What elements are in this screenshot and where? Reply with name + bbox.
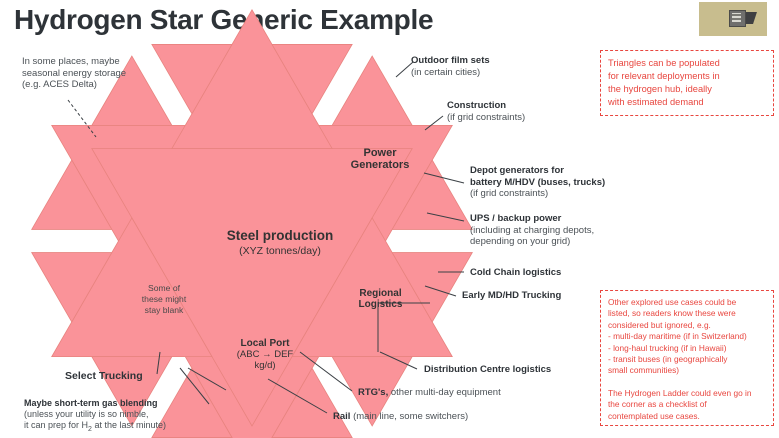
gas-blending-sub2-a: it can prep for H <box>24 420 89 430</box>
callout-bottom-spacer <box>608 377 766 388</box>
seasonal-storage-line2: seasonal energy storage <box>22 67 127 79</box>
outdoor-film-heading: Outdoor film sets <box>411 55 490 66</box>
early-trucking-heading: Early MD/HD Trucking <box>462 290 562 301</box>
construction-heading: Construction <box>447 100 507 111</box>
annotation-rtg: RTG's, other multi-day equipment <box>358 387 578 399</box>
star-triangle <box>331 55 413 126</box>
seasonal-storage-line3: (e.g. ACES Delta) <box>22 79 97 90</box>
depot-generators-heading1: Depot generators for <box>470 165 564 176</box>
photo-device <box>729 10 746 27</box>
steel-production-sub: (XYZ tonnes/day) <box>239 245 321 257</box>
star-local-port-label: Local Port (ABC → DEF kg/d) <box>215 338 315 371</box>
depot-generators-sub: (if grid constraints) <box>470 188 549 199</box>
annotation-select-trucking: Select Trucking <box>65 370 215 383</box>
field-equipment-photo <box>699 2 767 36</box>
local-port-sub2: kg/d) <box>254 360 276 371</box>
page-title: Hydrogen Star Generic Example <box>14 4 434 35</box>
regional-logistics-line2: Logistics <box>358 299 403 310</box>
rail-heading: Rail <box>333 411 351 422</box>
rtg-sub: other multi-day equipment <box>388 387 501 398</box>
callout-bottom-line10: contemplated use cases. <box>608 410 700 421</box>
star-regional-logistics-label: Regional Logistics <box>333 288 428 310</box>
ups-backup-heading: UPS / backup power <box>470 213 562 224</box>
callout-bottom-line7: small communities) <box>608 365 679 376</box>
local-port-sub1: (ABC → DEF <box>236 349 294 360</box>
gas-blending-sub1: (unless your utility is so nimble, <box>24 409 149 419</box>
blank-note-line3: stay blank <box>144 305 184 315</box>
star-center-label: Steel production (XYZ tonnes/day) <box>175 228 385 257</box>
star-triangle <box>91 55 173 126</box>
ups-backup-sub2: depending on your grid) <box>470 236 571 247</box>
annotation-ups-backup-power: UPS / backup power (including at chargin… <box>470 213 660 248</box>
annotation-gas-blending: Maybe short-term gas blending (unless yo… <box>24 398 224 435</box>
callout-bottom-right: Other explored use cases could be listed… <box>600 290 774 426</box>
steel-production-heading: Steel production <box>226 228 334 243</box>
annotation-cold-chain: Cold Chain logistics <box>470 267 650 279</box>
annotation-seasonal-storage: In some places, maybe seasonal energy st… <box>22 56 192 91</box>
star-triangle <box>31 159 113 230</box>
callout-top-line2: for relevant deployments in <box>608 71 720 81</box>
callout-bottom-line5: - long-haul trucking (if in Hawaii) <box>608 342 727 353</box>
power-generators-line2: Generators <box>350 159 410 171</box>
star-triangle <box>391 159 473 230</box>
seasonal-storage-line1: In some places, maybe <box>22 56 120 67</box>
select-trucking-heading: Select Trucking <box>65 370 143 382</box>
callout-top-line4: with estimated demand <box>608 97 704 107</box>
local-port-heading: Local Port <box>240 338 290 349</box>
power-generators-line1: Power <box>363 147 397 159</box>
callout-bottom-line3: considered but ignored, e.g. <box>608 319 711 330</box>
star-power-generators-label: Power Generators <box>330 147 430 171</box>
callout-top-line3: the hydrogen hub, ideally <box>608 84 712 94</box>
star-triangle <box>31 252 113 323</box>
gas-blending-sub2: it can prep for H2 at the last minute) <box>24 420 224 435</box>
rail-sub: (main line, some switchers) <box>350 411 469 422</box>
callout-bottom-line9: the corner as a checklist of <box>608 399 707 410</box>
blank-note-line1: Some of <box>147 283 180 293</box>
callout-bottom-line2: listed, so readers know these were <box>608 308 736 319</box>
rtg-heading: RTG's, <box>358 387 389 398</box>
callout-bottom-line6: - transit buses (in geographically <box>608 354 728 365</box>
annotation-distribution-centre: Distribution Centre logistics <box>424 364 604 376</box>
star-blank-note: Some of these might stay blank <box>124 283 204 316</box>
cold-chain-heading: Cold Chain logistics <box>470 267 562 278</box>
callout-top-line1: Triangles can be populated <box>608 58 720 68</box>
annotation-depot-generators: Depot generators for battery M/HDV (buse… <box>470 165 660 200</box>
outdoor-film-sub: (in certain cities) <box>411 66 481 78</box>
regional-logistics-line1: Regional <box>359 288 402 299</box>
gas-blending-sub2-b: at the last minute) <box>91 420 166 430</box>
depot-generators-heading2: battery M/HDV (buses, trucks) <box>470 176 606 188</box>
gas-blending-heading: Maybe short-term gas blending <box>24 398 158 408</box>
gas-blending-h2-subscript: 2 <box>88 425 92 433</box>
annotation-construction: Construction (if grid constraints) <box>447 100 607 123</box>
callout-bottom-line1: Other explored use cases could be <box>608 297 737 307</box>
construction-sub: (if grid constraints) <box>447 111 526 123</box>
ups-backup-sub1: (including at charging depots, <box>470 224 595 236</box>
callout-bottom-line4: - multi-day maritime (if in Switzerland) <box>608 331 747 342</box>
blank-note-line2: these might <box>141 294 187 304</box>
callout-top-right: Triangles can be populated for relevant … <box>600 50 774 116</box>
annotation-early-trucking: Early MD/HD Trucking <box>462 290 642 302</box>
star-triangle <box>151 44 233 115</box>
annotation-rail: Rail (main line, some switchers) <box>333 411 553 423</box>
distribution-centre-heading: Distribution Centre logistics <box>424 364 552 375</box>
star-triangle <box>271 44 353 115</box>
annotation-outdoor-film-sets: Outdoor film sets (in certain cities) <box>411 55 586 78</box>
star-triangle <box>91 356 173 427</box>
callout-bottom-line8: The Hydrogen Ladder could even go in <box>608 387 752 398</box>
